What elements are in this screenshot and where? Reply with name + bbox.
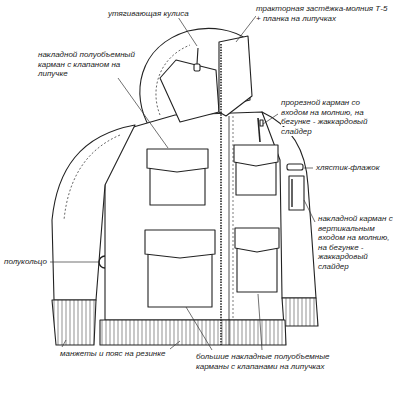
callout-text: большие накладные полуобъемные карманы с… (196, 352, 330, 371)
callout-text: утягивающая кулиса (108, 9, 189, 18)
callout-label: тракторная застёжка-молния Т-5 + планка … (256, 4, 392, 23)
collar-right (219, 36, 252, 116)
callout-label: утягивающая кулиса (108, 9, 198, 19)
pocket-flap (145, 230, 215, 258)
callout-text: тракторная застёжка-молния Т-5 + планка … (256, 4, 387, 23)
right-cuff (282, 298, 318, 326)
jacket-body (105, 112, 285, 320)
callout-text: накладной карман с вертикальным входом н… (318, 214, 393, 271)
pocket-flap (147, 149, 208, 172)
callout-text: манжеты и пояс на резинке (60, 349, 166, 358)
callout-text: накладной полуобъемный карман с клапаном… (38, 50, 135, 78)
hem-band (100, 320, 286, 345)
sleeve-tab (287, 164, 303, 170)
left-sleeve (52, 125, 135, 300)
left-cuff (52, 300, 96, 345)
pocket-flap (235, 228, 279, 252)
front-zipper (220, 44, 222, 345)
callout-label: накладной карман с вертикальным входом н… (318, 214, 396, 272)
half-ring (99, 256, 105, 268)
callout-label: полукольцо (4, 257, 50, 267)
callout-label: большие накладные полуобъемные карманы с… (196, 352, 338, 371)
collar-left (160, 60, 219, 122)
callout-label: накладной полуобъемный карман с клапаном… (38, 50, 138, 79)
callout-text: хлястик-флажок (316, 163, 380, 172)
callout-label: хлястик-флажок (316, 163, 386, 173)
callout-label: прорезной карман со входом на молнию, на… (281, 98, 373, 136)
callout-label: манжеты и пояс на резинке (60, 349, 190, 359)
zip-puller (260, 120, 263, 126)
callout-text: прорезной карман со входом на молнию, на… (281, 98, 367, 136)
callout-text: полукольцо (4, 257, 47, 266)
pocket-flap (234, 145, 278, 166)
sleeve-pocket (289, 176, 304, 210)
cord-toggle (194, 64, 200, 71)
